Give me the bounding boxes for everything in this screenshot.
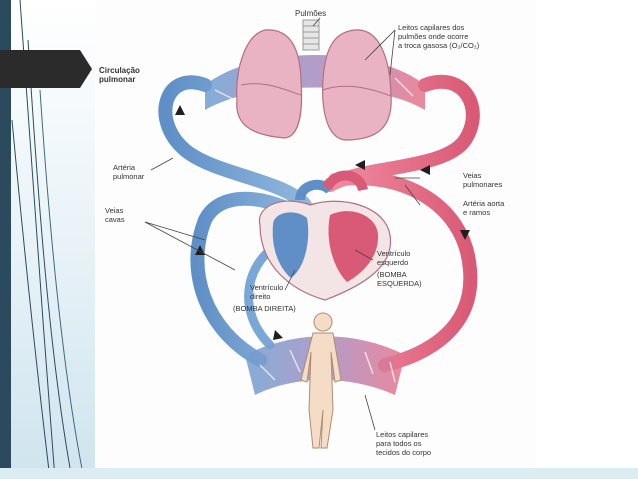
- label-arteria-aorta-2: e ramos: [463, 208, 490, 217]
- right-ventricle: [272, 212, 309, 278]
- label-veias-pulmonares-1: Veias: [463, 171, 482, 180]
- label-leitos-pulmonares-1: Leitos capilares dos: [398, 23, 465, 32]
- label-circulacao-pulmonar-2: pulmonar: [99, 75, 135, 84]
- venae-cavae-loop: [190, 191, 307, 367]
- label-ventriculo-esquerdo-2: esquerdo: [377, 258, 408, 267]
- slide-bottom-band: [0, 468, 638, 479]
- label-leitos-corpo-3: tecidos do corpo: [376, 448, 431, 457]
- slide-arrow-tab: [0, 50, 92, 88]
- left-ventricle: [328, 211, 379, 282]
- label-leitos-corpo-1: Leitos capilares: [376, 430, 428, 439]
- right-lung: [322, 29, 392, 141]
- label-pulmoes: Pulmões: [295, 9, 326, 18]
- human-figure: [300, 312, 342, 449]
- slide-left-bar: [0, 0, 11, 479]
- label-leitos-corpo-2: para todos os: [376, 439, 422, 448]
- label-ventriculo-esquerdo-3: (BOMBA: [377, 270, 407, 279]
- label-ventriculo-direito-1: Ventrículo: [250, 283, 283, 292]
- label-arteria-pulmonar-1: Artéria: [113, 163, 136, 172]
- pulmonary-artery-loop: [158, 75, 312, 212]
- aorta-loop: [328, 171, 478, 372]
- label-leitos-pulmonares-3: a troca gasosa (O₂/CO₂): [398, 41, 480, 50]
- circulation-diagram: Pulmões Leitos capilares dos pulmões ond…: [95, 0, 535, 468]
- label-leitos-pulmonares-2: pulmões onde ocorre: [398, 32, 468, 41]
- label-ventriculo-esquerdo-4: ESQUERDA): [377, 279, 422, 288]
- label-veias-cavas-2: cavas: [105, 215, 125, 224]
- leader-lines: [144, 17, 421, 431]
- left-lung: [236, 29, 303, 139]
- label-veias-pulmonares-2: pulmonares: [463, 180, 502, 189]
- label-ventriculo-direito-2: direito: [250, 292, 270, 301]
- label-circulacao-pulmonar-1: Circulação: [99, 66, 140, 75]
- label-veias-cavas-1: Veias: [105, 206, 124, 215]
- circulation-svg: Pulmões Leitos capilares dos pulmões ond…: [99, 9, 505, 457]
- trachea: [302, 19, 320, 51]
- label-ventriculo-direito-3: (BOMBA DIREITA): [233, 304, 296, 313]
- label-arteria-aorta-1: Artéria aorta: [463, 199, 505, 208]
- label-arteria-pulmonar-2: pulmonar: [113, 172, 145, 181]
- label-ventriculo-esquerdo-1: Ventrículo: [377, 249, 410, 258]
